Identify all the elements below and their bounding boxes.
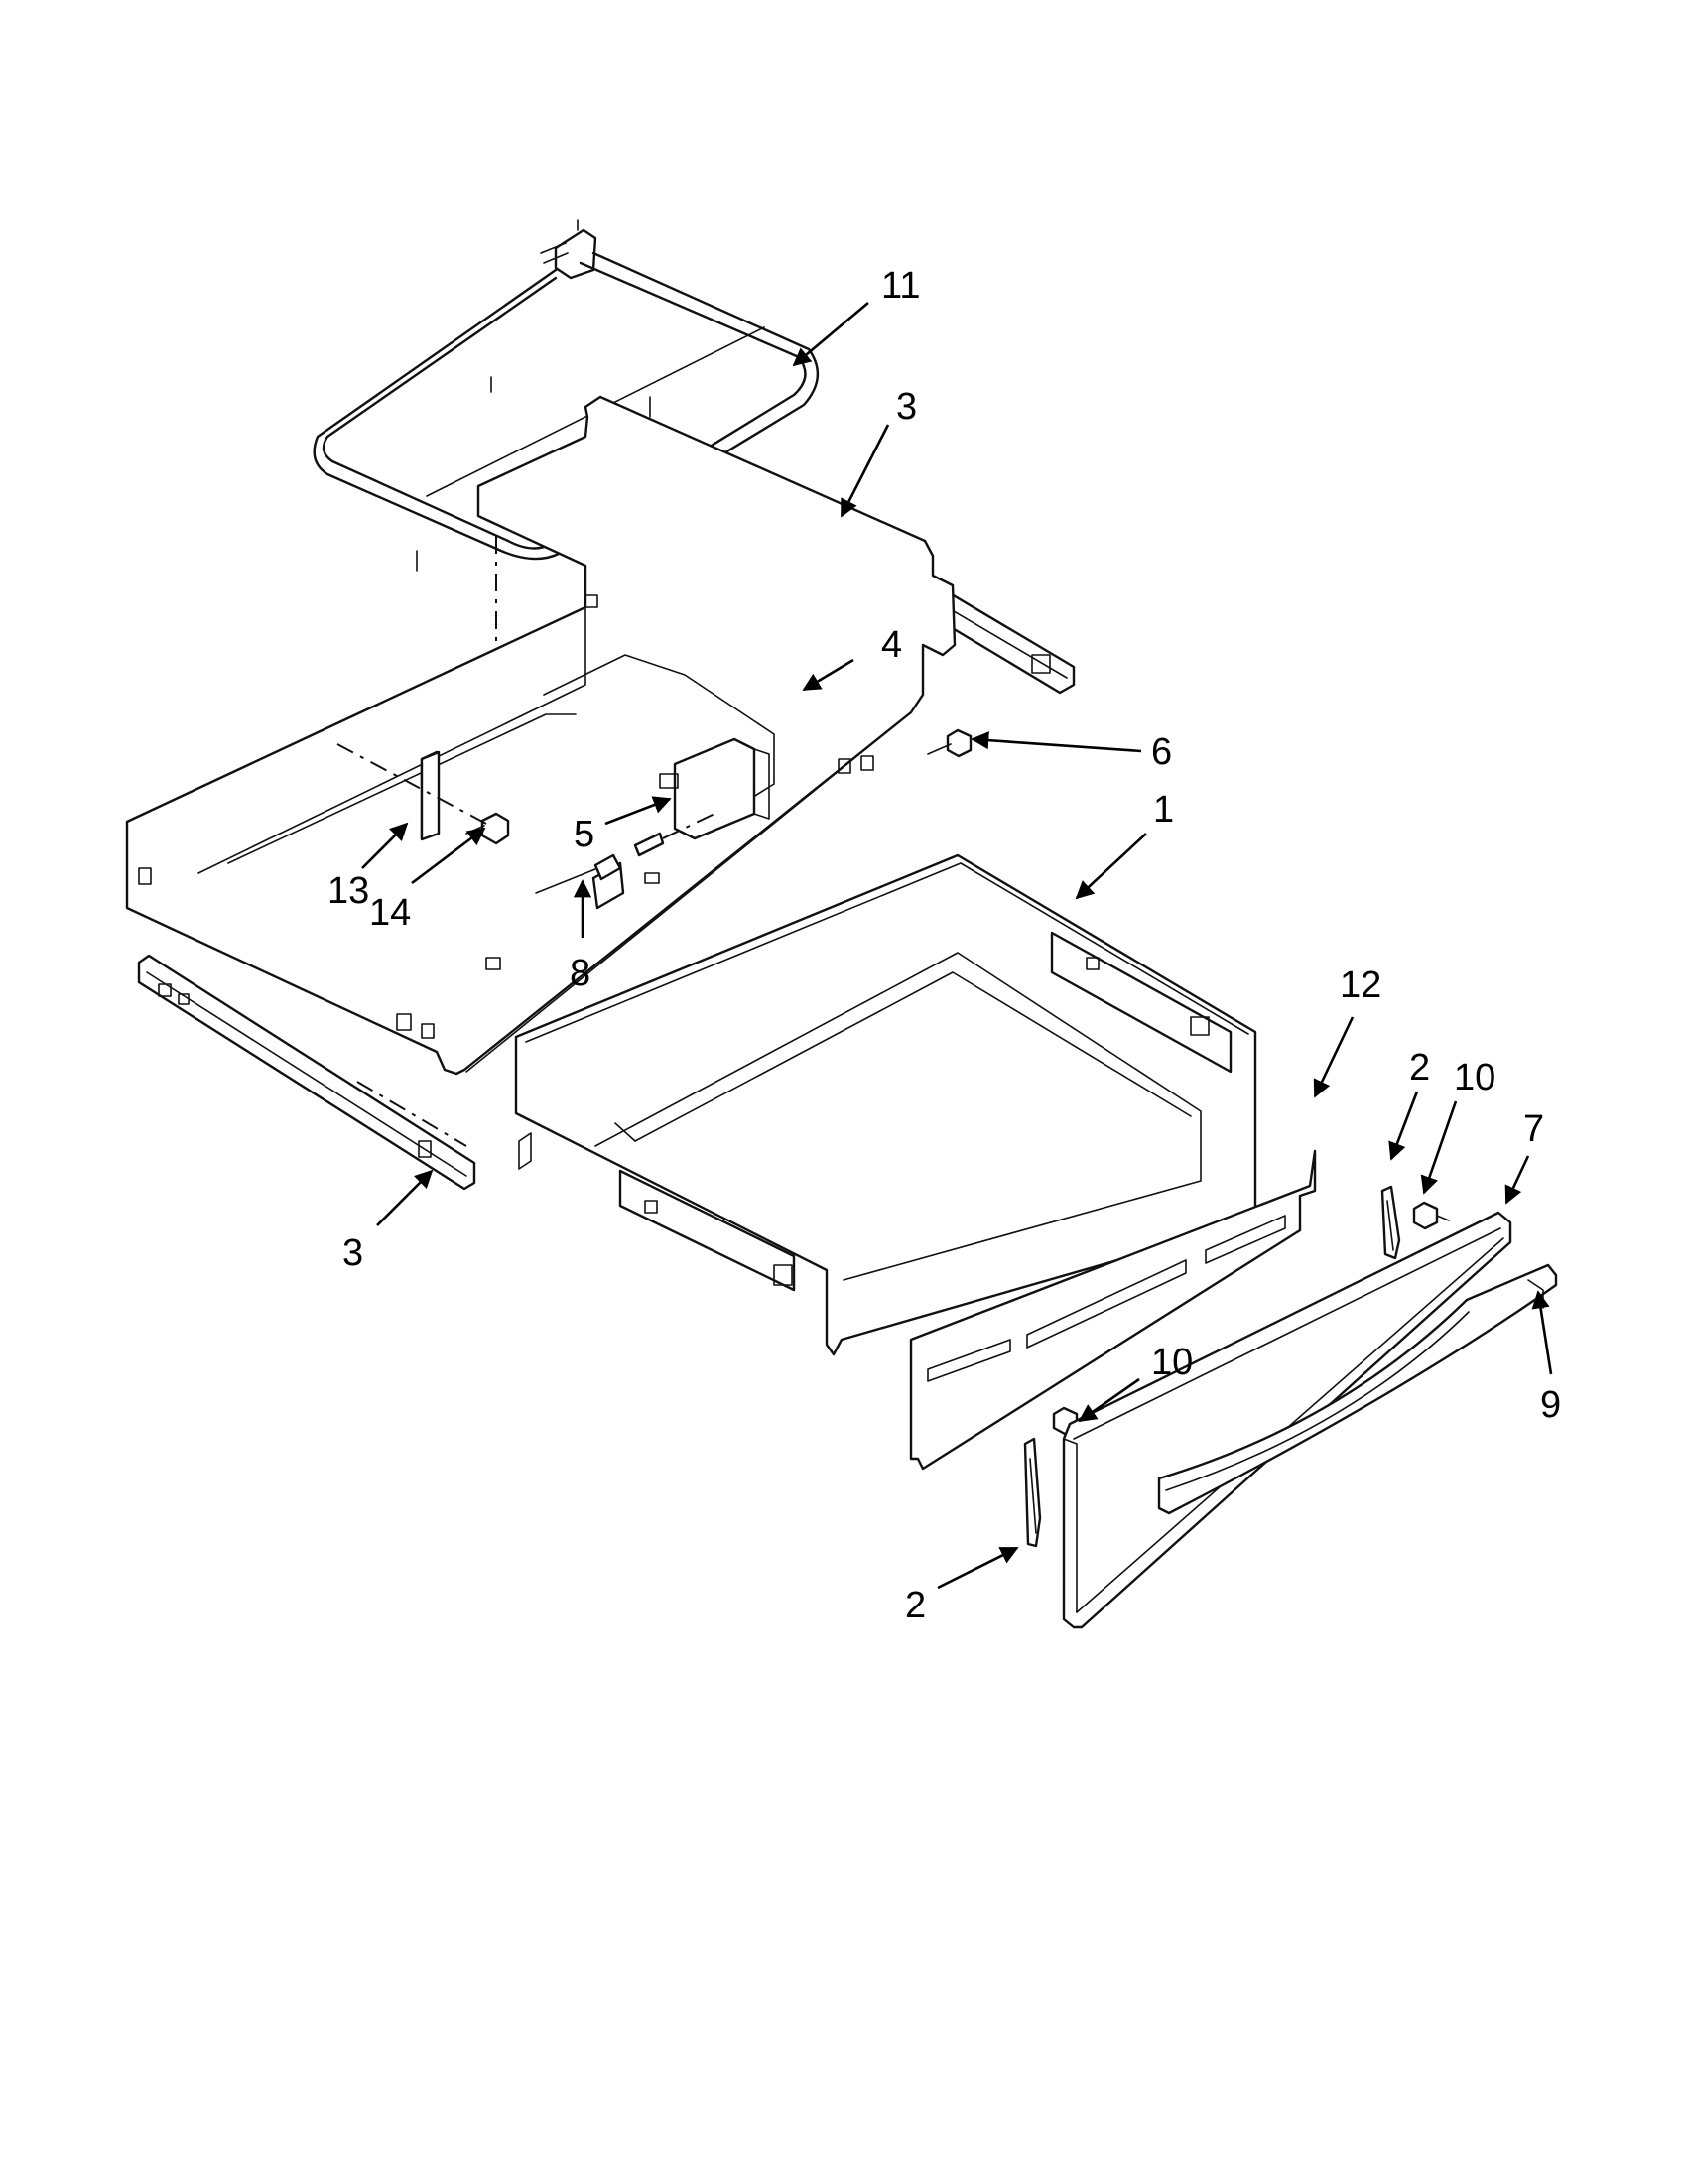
mounting-slot-center xyxy=(644,872,660,884)
callout-11: 11 xyxy=(881,265,920,307)
callout-13: 13 xyxy=(327,870,369,912)
callout-2-upper: 2 xyxy=(1409,1047,1430,1089)
bracket-13 xyxy=(420,750,441,841)
callout-3-upper: 3 xyxy=(896,386,917,428)
callout-labels: 11 3 4 6 5 1 13 14 8 12 2 10 7 3 9 10 2 xyxy=(327,265,1561,1626)
drawer-body xyxy=(514,853,1257,1356)
mounting-hole-line xyxy=(336,743,487,825)
callout-2-lower: 2 xyxy=(905,1585,926,1626)
sensor-8 xyxy=(535,813,715,894)
callout-14: 14 xyxy=(369,892,411,934)
callout-1: 1 xyxy=(1153,789,1174,831)
callout-6: 6 xyxy=(1151,731,1172,773)
screw-6 xyxy=(927,728,973,758)
callout-3-lower: 3 xyxy=(342,1232,363,1274)
drawer-front-panel xyxy=(909,1149,1317,1471)
callout-12: 12 xyxy=(1340,964,1381,1006)
drawer-housing xyxy=(125,395,957,1076)
drawer-hinge-lower xyxy=(1023,1437,1042,1548)
mounting-slot xyxy=(485,957,501,970)
callout-10-upper: 10 xyxy=(1454,1057,1495,1098)
screw-10-upper xyxy=(1412,1201,1450,1230)
leader-lines xyxy=(361,302,1553,1590)
drawer-slide-rail-lower xyxy=(137,954,476,1191)
callout-10-lower: 10 xyxy=(1151,1342,1193,1383)
callout-5: 5 xyxy=(574,814,594,855)
callout-8: 8 xyxy=(570,953,590,994)
callout-4: 4 xyxy=(881,624,902,666)
drawer-hinge-upper xyxy=(1380,1185,1401,1260)
drawer-door-panel xyxy=(1062,1211,1512,1629)
callout-9: 9 xyxy=(1540,1384,1561,1426)
callout-7: 7 xyxy=(1523,1108,1544,1150)
